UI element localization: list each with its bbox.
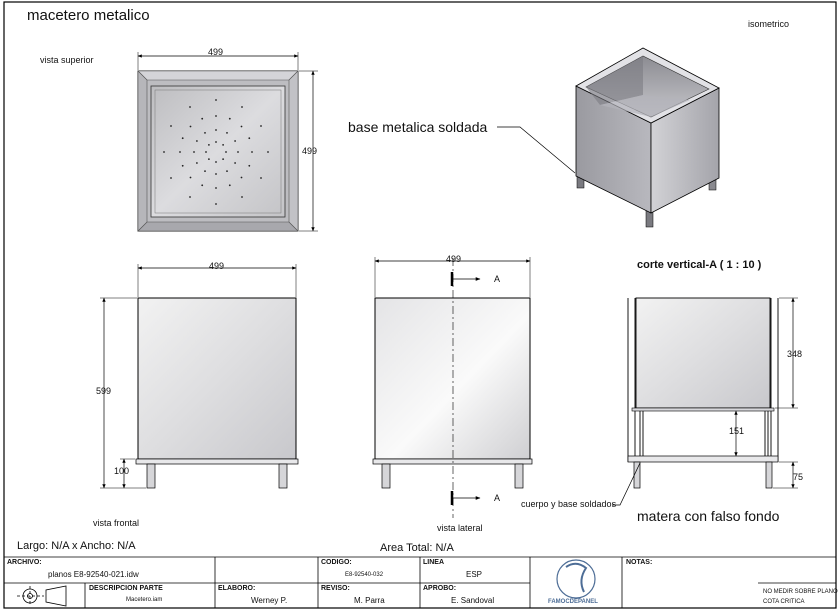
tb-aprobo-label: APROBO:: [423, 585, 457, 592]
drain-hole: [225, 151, 227, 153]
drain-hole: [215, 99, 217, 101]
drain-hole: [170, 177, 172, 179]
drain-hole: [241, 196, 243, 198]
tb-archivo-value: planos E8-92540-021.idw: [48, 570, 139, 579]
dim-front-leg: 100: [114, 466, 130, 476]
drain-hole: [251, 151, 253, 153]
drain-hole: [179, 151, 181, 153]
dim-side-width: 499: [446, 254, 462, 264]
drain-hole: [237, 151, 239, 153]
drain-hole: [208, 144, 210, 146]
tb-reviso-label: REVISO:: [321, 585, 350, 592]
drain-hole: [215, 161, 217, 163]
drain-hole: [215, 129, 217, 131]
drain-hole: [226, 170, 228, 173]
side-view: [372, 257, 533, 518]
drain-hole: [222, 144, 225, 146]
drain-hole: [241, 106, 243, 108]
drawing-title: macetero metalico: [27, 7, 150, 24]
dim-front-height: 599: [96, 386, 112, 396]
projection-symbol: [17, 585, 67, 607]
callout-body-base: cuerpo y base soldados: [521, 499, 617, 509]
title-block-grid: [3, 556, 836, 608]
drain-hole: [215, 115, 217, 117]
area-summary: Area Total: N/A: [380, 542, 454, 554]
drain-hole: [248, 164, 251, 167]
label-section-view: corte vertical-A ( 1 : 10 ): [637, 259, 762, 271]
section-view: [612, 297, 798, 506]
drain-hole: [240, 176, 243, 179]
drain-hole: [226, 132, 228, 134]
tb-reviso-value: M. Parra: [354, 596, 385, 605]
dim-top-width: 499: [208, 47, 224, 57]
drain-hole: [196, 140, 198, 142]
drain-hole: [181, 164, 184, 167]
tb-note-cota-critica: COTA CRITICA: [763, 599, 805, 605]
label-side-view: vista lateral: [437, 523, 483, 533]
drain-hole: [267, 151, 269, 153]
label-iso-view: isometrico: [748, 19, 790, 29]
section-marker-top: A: [494, 274, 501, 284]
company-logo: [556, 559, 596, 599]
tb-elaboro-label: ELABORO:: [218, 585, 256, 592]
drain-hole: [234, 140, 237, 142]
dim-section-leg: 75: [793, 472, 804, 482]
tb-notas-label: NOTAS:: [626, 559, 653, 566]
section-marker-bottom: A: [494, 493, 501, 503]
drain-hole: [248, 137, 251, 140]
drain-hole: [181, 137, 184, 140]
drain-hole: [260, 125, 262, 127]
tb-elaboro-value: Werney P.: [251, 596, 288, 605]
dim-front-width: 499: [209, 261, 225, 271]
drain-hole: [205, 151, 207, 153]
tb-codigo-label: CODIGO:: [321, 559, 352, 566]
tb-archivo-label: ARCHIVO:: [7, 559, 42, 566]
tb-codigo-value: E8-92540-032: [345, 572, 384, 578]
top-view: [137, 52, 318, 232]
drain-hole: [215, 203, 217, 205]
tb-company: FAMOCDEPANEL: [548, 599, 598, 605]
drain-hole: [215, 141, 217, 143]
drain-hole: [204, 132, 206, 134]
drain-hole: [215, 173, 217, 175]
dim-section-mid: 151: [729, 426, 745, 436]
dim-section-upper: 348: [787, 349, 803, 359]
tb-descripcion-label: DESCRIPCION PARTE: [89, 585, 163, 592]
drain-hole: [163, 151, 165, 153]
label-top-view: vista superior: [40, 55, 94, 65]
drain-hole: [193, 151, 195, 153]
drain-hole: [196, 162, 198, 164]
drain-hole: [189, 176, 192, 179]
drain-hole: [228, 117, 231, 120]
tb-linea-value: ESP: [466, 570, 483, 579]
drain-hole: [189, 106, 191, 108]
drain-hole: [201, 117, 204, 120]
tb-aprobo-value: E. Sandoval: [451, 596, 495, 605]
dim-top-depth: 499: [302, 146, 318, 156]
tb-note-no-medir: NO MEDIR SOBRE PLANO: [763, 589, 838, 595]
tb-descripcion-value: Macetero.iam: [126, 597, 163, 603]
drain-hole: [234, 162, 237, 164]
callout-pot: matera con falso fondo: [637, 508, 780, 524]
drain-hole: [189, 125, 192, 128]
callout-base: base metalica soldada: [348, 119, 488, 135]
drain-hole: [201, 184, 204, 187]
front-view: [100, 264, 299, 489]
drain-hole: [170, 125, 172, 127]
drain-hole: [189, 196, 191, 198]
drain-hole: [222, 158, 225, 161]
label-front-view: vista frontal: [93, 518, 140, 528]
size-summary: Largo: N/A x Ancho: N/A: [17, 540, 136, 552]
drain-hole: [240, 125, 243, 128]
drain-hole: [260, 177, 262, 179]
drain-hole: [215, 187, 217, 189]
tb-linea-label: LINEA: [423, 559, 444, 566]
drain-hole: [228, 184, 231, 187]
drain-hole: [204, 170, 206, 173]
isometric-view: [497, 47, 720, 228]
drain-hole: [208, 158, 210, 161]
